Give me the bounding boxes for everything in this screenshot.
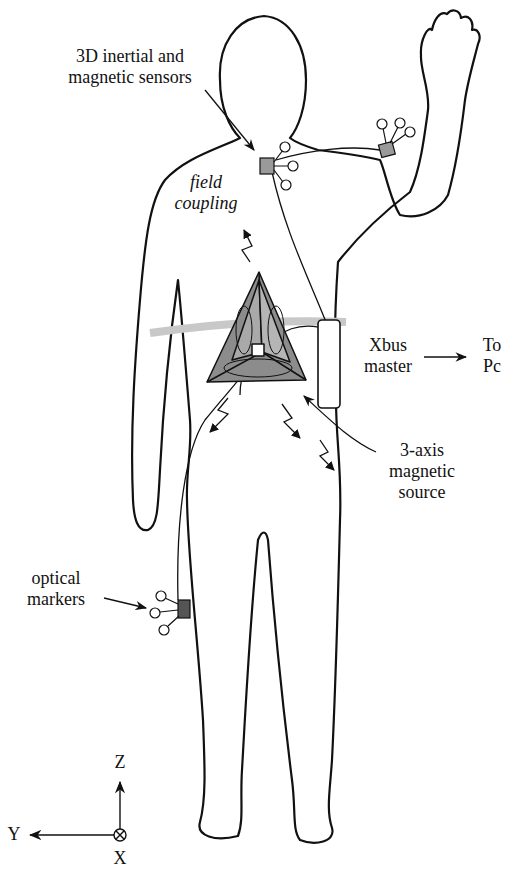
axis-label: X	[108, 848, 132, 869]
xbus-master-box	[318, 320, 340, 408]
leg-sensor-part	[160, 598, 179, 626]
magnetic-source-part	[252, 344, 264, 356]
source-label: 3-axis magnetic source	[379, 440, 465, 503]
neck-sensor-part	[288, 161, 298, 171]
leg-sensor-part	[178, 600, 190, 618]
axes	[30, 782, 126, 841]
magnetic-source-part	[207, 272, 306, 382]
sensor-wires	[178, 148, 380, 600]
field-arrows-part	[210, 398, 228, 432]
axes-part	[30, 834, 114, 835]
neck-sensor-part	[274, 150, 289, 182]
field-arrows-part	[320, 440, 334, 470]
field-label: field coupling	[166, 172, 246, 214]
sensor-wires-part	[178, 350, 262, 600]
leader-arrows-part	[304, 396, 376, 452]
leg-sensor-part	[150, 608, 160, 618]
field-arrows-part	[282, 404, 300, 438]
field-arrows-part	[242, 230, 252, 262]
arm-sensor-part	[377, 119, 387, 129]
neck-sensor	[260, 142, 298, 190]
magnetic-source-part	[236, 306, 252, 354]
markers-label: optical markers	[16, 568, 96, 610]
arm-sensor	[377, 118, 415, 158]
axis-label: Z	[108, 752, 132, 773]
body-outline	[132, 11, 480, 843]
axes-part	[119, 782, 120, 829]
arm-sensor-part	[405, 127, 415, 137]
leg-sensor-part	[156, 591, 166, 601]
leg-sensor-part	[159, 625, 169, 635]
neck-sensor-part	[280, 142, 290, 152]
leader-arrows-part	[104, 598, 146, 608]
leader-arrows-part	[424, 356, 466, 357]
magnetic-source-part	[224, 359, 292, 377]
neck-sensor-part	[260, 158, 274, 174]
axis-label: Y	[4, 824, 24, 845]
xbus-label: Xbus master	[357, 335, 419, 377]
neck-sensor-part	[281, 180, 291, 190]
sensor-wires-part	[272, 172, 326, 322]
magnetic-source	[207, 272, 306, 382]
leader-arrows	[104, 90, 466, 608]
arm-sensor-part	[383, 127, 406, 144]
leg-sensor	[150, 591, 190, 635]
axes-part	[116, 831, 124, 839]
leader-arrows-part	[205, 90, 254, 150]
sensor-label: 3D inertial and magnetic sensors	[55, 46, 205, 88]
axes-part	[114, 829, 126, 841]
magnetic-source-part	[207, 272, 306, 382]
magnetic-source-part	[268, 306, 284, 354]
field-arrows	[210, 230, 334, 470]
arm-sensor-part	[395, 118, 405, 128]
pc-label: To Pc	[475, 335, 509, 377]
sensor-wires-part	[276, 148, 380, 160]
